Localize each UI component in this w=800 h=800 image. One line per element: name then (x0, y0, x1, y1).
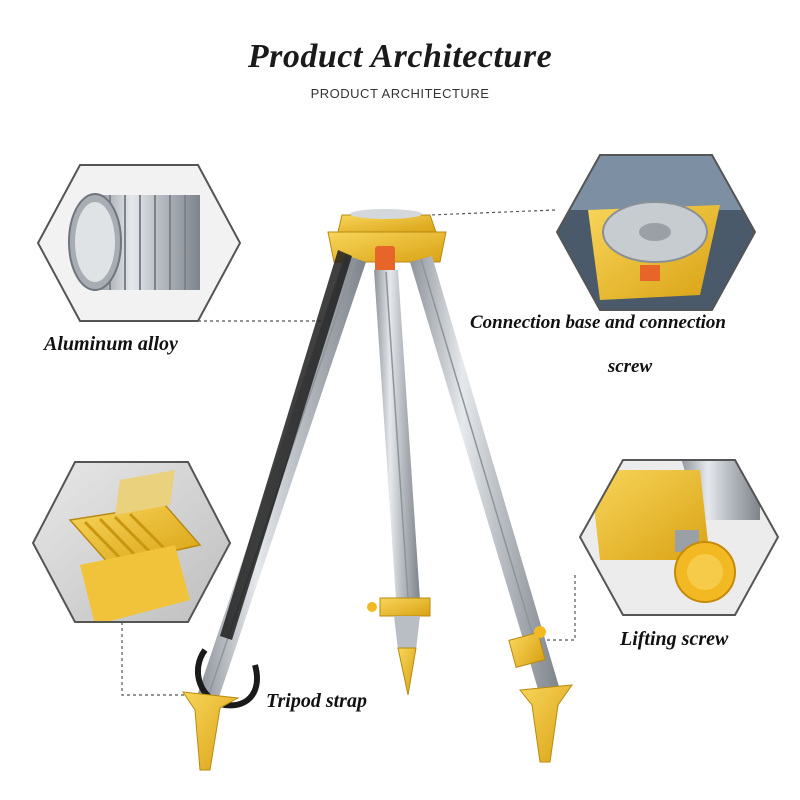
page-subtitle: PRODUCT ARCHITECTURE (310, 86, 490, 101)
connection-screw (375, 246, 395, 276)
connection-base-detail (555, 154, 757, 311)
tripod-strap (220, 250, 352, 640)
label-aluminum-alloy: Aluminum alloy (44, 333, 178, 355)
tripod-foot-detail (31, 461, 232, 623)
label-lifting-screw: Lifting screw (620, 628, 729, 650)
page-title: Product Architecture (247, 38, 553, 75)
label-connection-screw: screw (607, 356, 653, 377)
label-connection-base: Connection base and connection (470, 312, 726, 333)
lifting-screw-detail (578, 459, 780, 616)
label-tripod-strap: Tripod strap (266, 690, 367, 712)
tripod (181, 209, 574, 771)
callout-lines (121, 209, 576, 696)
aluminum-alloy-detail (36, 164, 242, 322)
